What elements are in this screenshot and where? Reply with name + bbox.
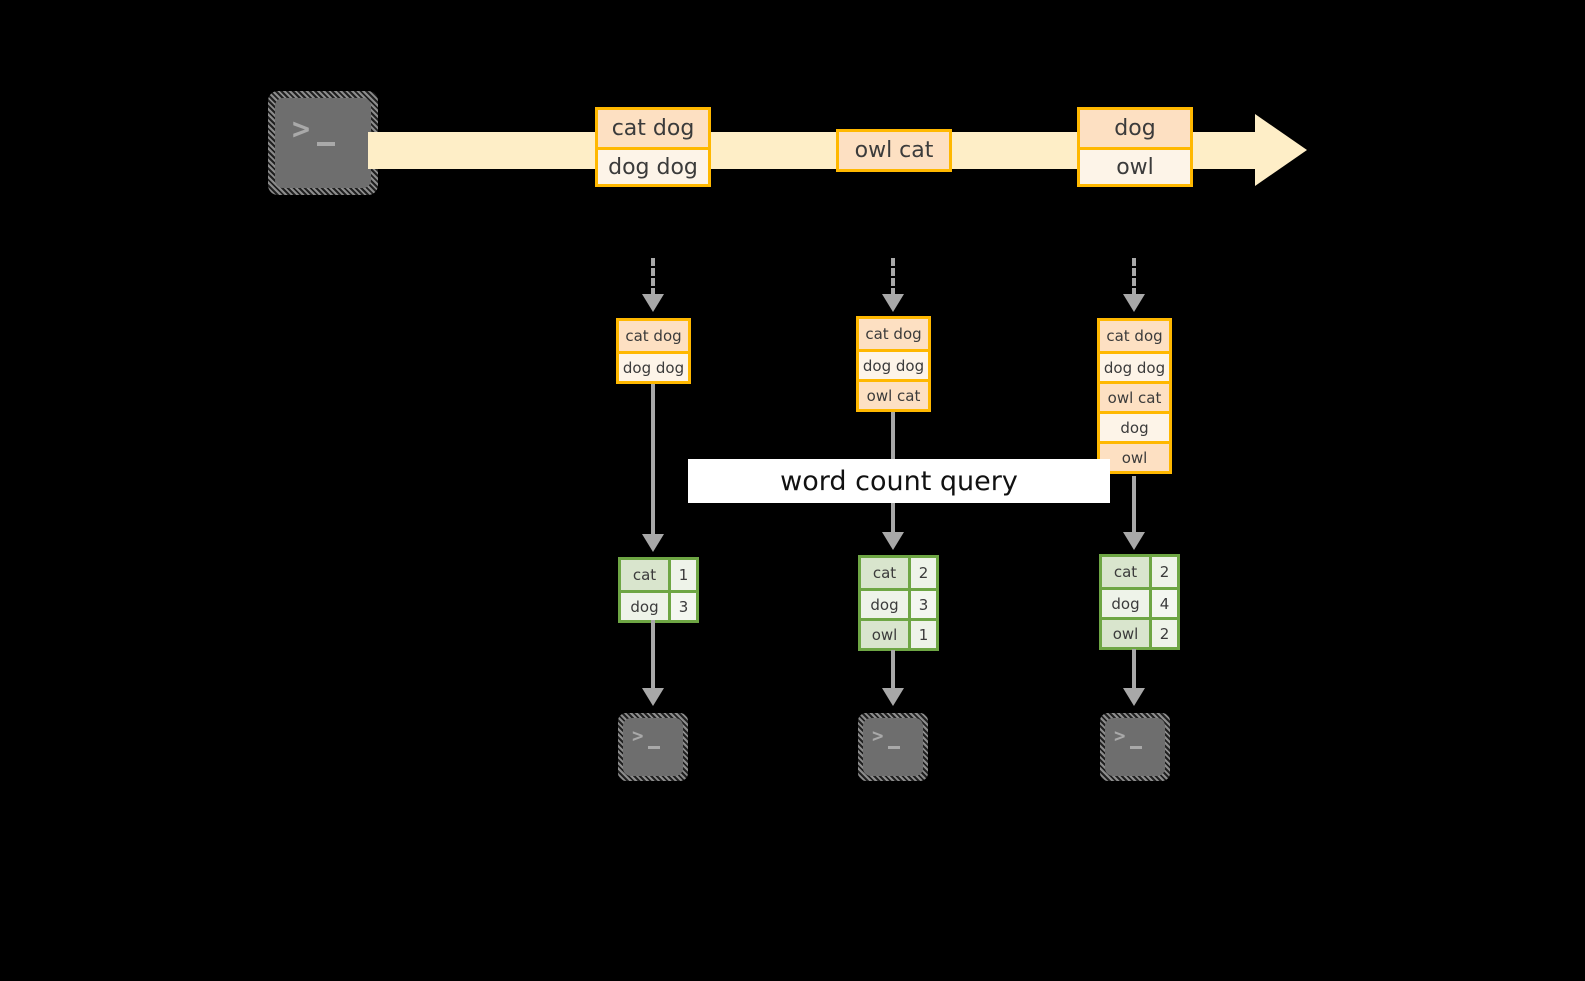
terminal-icon: >: [268, 91, 378, 195]
table-row: cat 2: [1102, 557, 1177, 587]
arrowhead-icon: [1123, 688, 1145, 706]
arrowhead-icon: [642, 534, 664, 552]
table-row: owl 1: [861, 618, 936, 648]
arrowhead-icon: [882, 532, 904, 550]
table-cell-count: 2: [1149, 557, 1177, 587]
table-row: cat 1: [621, 560, 696, 590]
snapshot-connector-dashed-1: [651, 258, 655, 296]
stream-record-1: cat dog dog dog: [595, 107, 711, 187]
record-line: cat dog: [859, 319, 928, 349]
table-cell-count: 1: [908, 621, 936, 648]
terminal-icon: >: [1100, 713, 1170, 781]
record-line: owl cat: [1100, 381, 1169, 411]
terminal-prompt-cursor: [888, 746, 900, 749]
table-cell-count: 2: [1149, 620, 1177, 647]
terminal-prompt-chevron: >: [1114, 725, 1126, 747]
snapshot-records-1: cat dog dog dog: [616, 318, 691, 384]
result-table-1: cat 1 dog 3: [618, 557, 699, 623]
stream-record-2: owl cat: [836, 129, 952, 172]
terminal-prompt-chevron: >: [632, 725, 644, 747]
table-cell-word: dog: [861, 591, 908, 618]
table-cell-word: dog: [1102, 590, 1149, 617]
query-label: word count query: [688, 459, 1110, 503]
table-cell-count: 2: [908, 558, 936, 588]
record-line: cat dog: [1100, 321, 1169, 351]
terminal-prompt-chevron: >: [292, 112, 311, 147]
snapshot-records-3: cat dog dog dog owl cat dog owl: [1097, 318, 1172, 474]
table-cell-word: cat: [621, 560, 668, 590]
record-line: cat dog: [619, 321, 688, 351]
terminal-prompt-chevron: >: [872, 725, 884, 747]
result-table-2: cat 2 dog 3 owl 1: [858, 555, 939, 651]
table-cell-count: 3: [668, 593, 696, 620]
arrowhead-icon: [1123, 532, 1145, 550]
terminal-prompt-cursor: [317, 142, 335, 146]
result-table-3: cat 2 dog 4 owl 2: [1099, 554, 1180, 650]
arrowhead-icon: [642, 294, 664, 312]
record-line: cat dog: [598, 110, 708, 147]
table-cell-word: dog: [621, 593, 668, 620]
terminal-prompt-cursor: [648, 746, 660, 749]
record-line: owl: [1100, 441, 1169, 471]
table-cell-count: 4: [1149, 590, 1177, 617]
record-line: dog: [1100, 411, 1169, 441]
table-row: owl 2: [1102, 617, 1177, 647]
terminal-prompt-cursor: [1130, 746, 1142, 749]
table-row: dog 3: [861, 588, 936, 618]
stream-record-3: dog owl: [1077, 107, 1193, 187]
terminal-screen: >: [863, 718, 923, 776]
table-cell-word: cat: [1102, 557, 1149, 587]
table-cell-count: 3: [908, 591, 936, 618]
arrowhead-icon: [642, 688, 664, 706]
record-line: dog dog: [598, 147, 708, 184]
table-cell-word: owl: [861, 621, 908, 648]
record-line: owl cat: [859, 379, 928, 409]
snapshot-records-2: cat dog dog dog owl cat: [856, 316, 931, 412]
snapshot-connector-dashed-2: [891, 258, 895, 296]
record-line: dog: [1080, 110, 1190, 147]
sink-connector-3: [1132, 649, 1136, 688]
table-cell-count: 1: [668, 560, 696, 590]
record-line: dog dog: [859, 349, 928, 379]
record-line: owl: [1080, 147, 1190, 184]
table-cell-word: owl: [1102, 620, 1149, 647]
record-line: dog dog: [1100, 351, 1169, 381]
table-cell-word: cat: [861, 558, 908, 588]
arrowhead-icon: [1123, 294, 1145, 312]
query-connector-3: [1132, 476, 1136, 532]
query-connector-1: [651, 384, 655, 534]
terminal-screen: >: [1105, 718, 1165, 776]
arrowhead-icon: [882, 294, 904, 312]
record-line: dog dog: [619, 351, 688, 381]
terminal-screen: >: [275, 98, 371, 188]
sink-connector-2: [891, 650, 895, 688]
table-row: cat 2: [861, 558, 936, 588]
terminal-screen: >: [623, 718, 683, 776]
record-line: owl cat: [839, 132, 949, 169]
table-row: dog 4: [1102, 587, 1177, 617]
right-arrow-icon: [1255, 114, 1307, 186]
terminal-icon: >: [618, 713, 688, 781]
arrowhead-icon: [882, 688, 904, 706]
table-row: dog 3: [621, 590, 696, 620]
terminal-icon: >: [858, 713, 928, 781]
snapshot-connector-dashed-3: [1132, 258, 1136, 296]
sink-connector-1: [651, 620, 655, 688]
